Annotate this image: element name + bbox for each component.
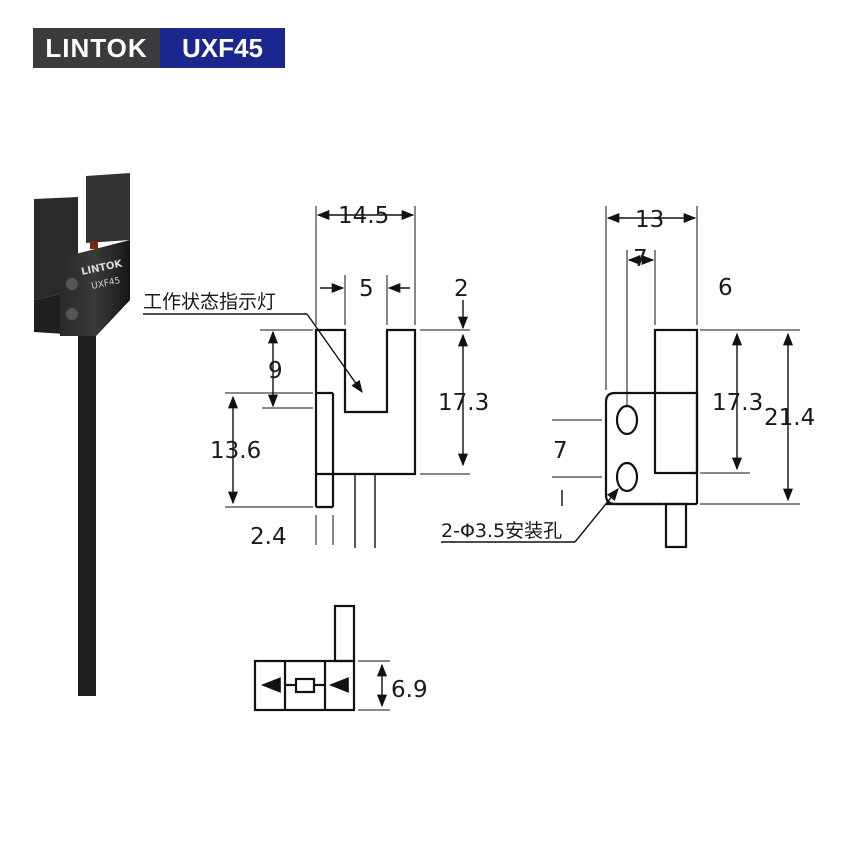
dim-total-height: 21.4 <box>764 405 815 431</box>
indicator-led <box>90 241 98 249</box>
dim-hole-offset: 7 <box>633 246 648 272</box>
dim-height: 17.3 <box>438 390 489 416</box>
dim-top: 6 <box>718 275 733 301</box>
dim-upper: 9 <box>268 358 283 384</box>
dim-side-height: 17.3 <box>712 390 763 416</box>
mount-hole-lower <box>66 308 78 320</box>
mount-hole-upper <box>66 278 78 290</box>
bottom-view: 6.9 <box>253 604 428 712</box>
dim-hole-pitch: 7 <box>553 438 568 464</box>
side-wire <box>664 502 688 549</box>
front-view: 14.5 5 2 17.3 9 13.6 2.4 工作状态指示灯 <box>143 203 489 550</box>
mount-hole-bottom <box>615 461 639 493</box>
dim-offset: 2 <box>454 276 469 302</box>
dim-thickness: 2.4 <box>250 524 287 550</box>
sensor-cable <box>78 300 96 696</box>
hole-label: 2-Φ3.5安装孔 <box>441 520 562 542</box>
sensor-photo: LINTOK UXF45 <box>34 173 130 696</box>
bottom-slot-element <box>294 677 316 694</box>
dim-side-width: 13 <box>635 207 664 233</box>
front-outline <box>314 328 417 507</box>
side-view: 13 7 6 17.3 21.4 7 2-Φ3.5安装孔 <box>441 206 815 549</box>
bottom-outline <box>253 659 356 712</box>
sensor-right-prong <box>86 173 130 243</box>
model-name: UXF45 <box>160 28 285 68</box>
dim-slot: 5 <box>359 276 374 302</box>
brand-name: LINTOK <box>33 28 160 68</box>
dim-lower: 13.6 <box>210 438 261 464</box>
side-upper-block <box>653 328 699 475</box>
bottom-wire <box>333 604 356 663</box>
mount-hole-top <box>615 404 639 436</box>
indicator-label: 工作状态指示灯 <box>143 291 276 313</box>
dim-width: 14.5 <box>338 203 389 229</box>
brand-banner: LINTOK UXF45 <box>33 28 285 68</box>
dim-depth: 6.9 <box>391 677 428 703</box>
